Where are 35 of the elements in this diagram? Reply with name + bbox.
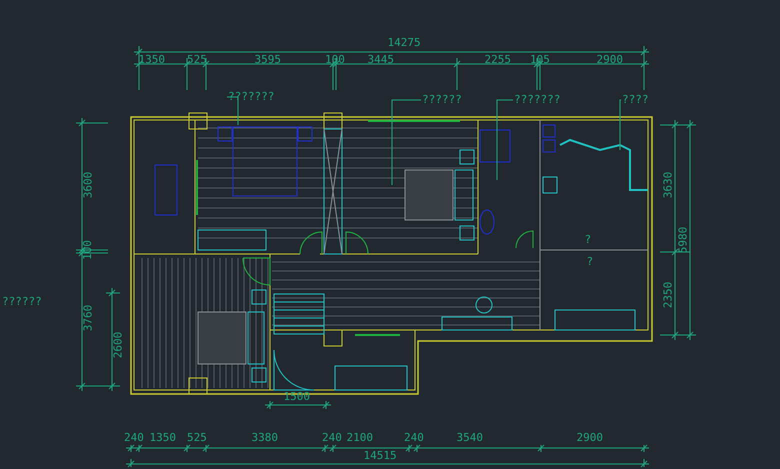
dimension-text: 2900 xyxy=(596,54,623,66)
callout-label: ?????? xyxy=(422,94,462,106)
dimension-text: 1350 xyxy=(150,432,176,444)
dimension-text: 240 xyxy=(124,432,144,444)
leader-line xyxy=(620,100,622,150)
dimension-text: 105 xyxy=(530,54,550,66)
dimension-text: 3380 xyxy=(252,432,278,444)
dimension-text: 3540 xyxy=(456,432,483,444)
dimension-text: 525 xyxy=(187,54,207,66)
room-label: ? xyxy=(586,256,594,268)
dimension-text: 1350 xyxy=(138,54,165,66)
leader-line xyxy=(226,96,238,126)
dimension-text: 3630 xyxy=(662,172,674,198)
dimension-text: 2350 xyxy=(662,282,674,308)
dimension-text: 2900 xyxy=(576,432,603,444)
callout-label: ???? xyxy=(622,94,648,106)
room-label: ?????? xyxy=(2,296,42,308)
callout-label: ??????? xyxy=(228,91,274,103)
dimension-text: 3600 xyxy=(82,172,94,198)
dimension-text: 5980 xyxy=(676,226,689,254)
dimension-text: 2600 xyxy=(112,332,124,358)
dimension-text: 525 xyxy=(187,432,207,444)
dimension-text: 2255 xyxy=(484,54,511,66)
dimension-text: 3445 xyxy=(368,54,394,66)
dimension-text: 14515 xyxy=(364,450,397,462)
dimension-text: 14275 xyxy=(388,37,421,49)
dimension-text: 240 xyxy=(322,432,342,444)
leader-line xyxy=(392,100,422,186)
dimension-text: 240 xyxy=(404,432,424,444)
dimension-text: 3595 xyxy=(254,54,281,66)
leader-line xyxy=(496,100,514,180)
dimension-text: 3760 xyxy=(82,304,94,332)
callout-label: ??????? xyxy=(514,94,560,106)
room-label: ? xyxy=(584,234,592,246)
dimension-text: 2100 xyxy=(346,432,373,444)
